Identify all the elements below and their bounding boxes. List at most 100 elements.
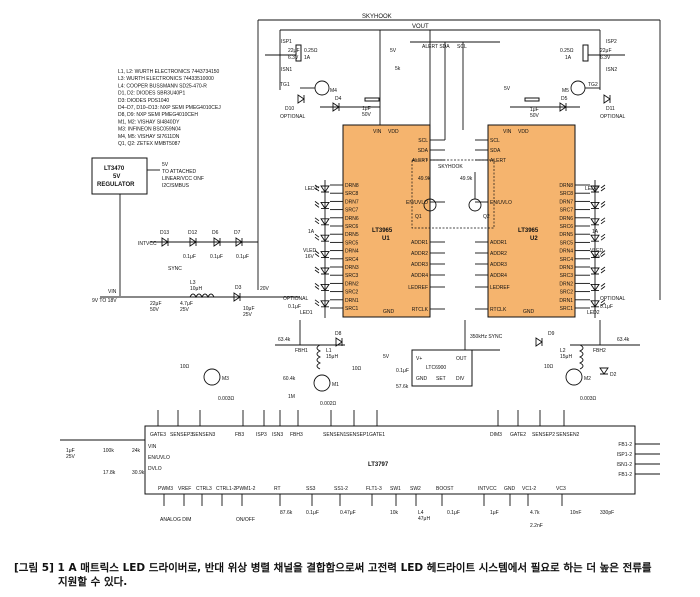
u2-pin-drn5: DRN5 xyxy=(559,232,573,238)
isp1-label: ISP1 xyxy=(281,39,292,45)
d7-label: D7 xyxy=(234,230,241,236)
r87k-label: 87.6k xyxy=(280,510,293,516)
main-pin-intvcc: INTVCC xyxy=(478,486,497,492)
u2-pin-src7: SRC7 xyxy=(560,208,574,214)
u1-pin-src6: SRC6 xyxy=(345,224,359,230)
u1-pin-drn6: DRN6 xyxy=(345,216,359,222)
u2-pin-src6: SRC6 xyxy=(560,224,574,230)
main-pin-sw1: SW1 xyxy=(390,486,401,492)
u2-pin-drn2: DRN2 xyxy=(559,281,573,287)
u1-pin-drn8: DRN8 xyxy=(345,183,359,189)
m1-label: M1 xyxy=(332,382,339,388)
main-pin-isp3: ISP3 xyxy=(256,432,267,438)
led1-top-label: LED1* xyxy=(305,186,320,192)
led1-label: LED1 xyxy=(300,310,313,316)
r003-label: 0.003Ω xyxy=(218,396,235,402)
main-pin-sensen1: SENSEN1 xyxy=(323,432,347,438)
u1-pin-src7: SRC7 xyxy=(345,208,359,214)
u1-chip-ref: U1 xyxy=(382,236,390,242)
c47u-label: 4.7μF xyxy=(180,301,193,307)
l3v-label: 10μH xyxy=(190,286,202,292)
r63k-label: 63.4k xyxy=(278,337,291,343)
u1-pin-drn2: DRN2 xyxy=(345,281,359,287)
caption-line-1: [그림 5] 1 A 매트릭스 LED 드라이버로, 반대 위상 병렬 채널을 … xyxy=(14,562,652,574)
u2-pin-alert: ALERT xyxy=(490,158,506,164)
main-pin-fb1-2: FB1-2 xyxy=(618,442,632,448)
reg-sub: 5V xyxy=(113,174,120,180)
c22uv-label: 50V xyxy=(150,307,160,313)
isn1r2-label: 1A xyxy=(304,55,311,61)
main-pin-pwm1-2: PWM1-2 xyxy=(236,486,256,492)
r30k-label: 30.9k xyxy=(132,470,145,476)
l2-label: L2 xyxy=(560,348,566,354)
led2-label: LED2 xyxy=(587,310,600,316)
isn1r-label: 0.25Ω xyxy=(304,48,318,54)
r003b-label: 0.003Ω xyxy=(580,396,597,402)
q2-label: Q2 xyxy=(483,214,490,220)
optional-l-cap: 0.1μF xyxy=(288,304,301,310)
u1-pin-drn1: DRN1 xyxy=(345,298,359,304)
d8-label: D8 xyxy=(335,331,342,337)
r17k-label: 17.8k xyxy=(103,470,116,476)
c10uv-label: 25V xyxy=(243,312,253,318)
sync-freq-label: 350kHz SYNC xyxy=(470,334,503,340)
u2-vdd-pin: VDD xyxy=(518,129,529,135)
osc-vp-pin: V+ xyxy=(416,356,422,362)
left-input-stage: ISP1 22μF 6.3V 0.25Ω 1A ISN1 M4 TG1 D10 … xyxy=(265,30,401,125)
u1-pin-src1: SRC1 xyxy=(345,306,359,312)
isn2r2-label: 1A xyxy=(565,55,572,61)
cap1u2-label: 1μF xyxy=(530,107,539,113)
main-pin-sensep1: SENSEP1 xyxy=(346,432,369,438)
optional-r-label: OPTIONAL xyxy=(600,296,626,302)
u1-pin-drn7: DRN7 xyxy=(345,199,359,205)
u1-chip: VIN VDD LT3965 U1 GND DRN8SRC8DRN7SRC7DR… xyxy=(330,124,445,318)
caption-line-2: 지원할 수 있다. xyxy=(58,576,128,588)
u2-pin-sda: SDA xyxy=(490,148,501,154)
isp2-label: ISP2 xyxy=(606,39,617,45)
scl-label: SCL xyxy=(457,44,467,50)
led-light-arrow xyxy=(600,201,606,208)
led-light-arrow xyxy=(314,283,320,290)
main-pin-sensep3: SENSEP3 xyxy=(170,432,193,438)
main-pin-en-uvlo: EN/UVLO xyxy=(148,455,170,461)
component-notes: L1, L2: WURTH ELECTRONICS 7443734150L3: … xyxy=(118,69,221,147)
u1-pin-alert: ALERT xyxy=(412,158,428,164)
d13-label: D13 xyxy=(160,230,169,236)
c1u-label: 1μF xyxy=(490,510,499,516)
d3-label: D3 xyxy=(235,285,242,291)
c47uv-label: 25V xyxy=(180,307,190,313)
led-light-arrow xyxy=(314,184,320,192)
led-light-arrow xyxy=(600,283,606,290)
main-pin-pwm3: PWM3 xyxy=(158,486,173,492)
skyhook-label: SKYHOOK xyxy=(362,14,392,20)
reg-name: LT3470 xyxy=(104,166,125,172)
u2-pin-drn8: DRN8 xyxy=(559,183,573,189)
m3-label: M3 xyxy=(222,376,229,382)
main-pin-isn1-2: ISN1-2 xyxy=(616,462,632,468)
main-pin-gate1: GATE1 xyxy=(369,432,385,438)
led-string-right xyxy=(590,180,606,318)
cp-cap1: 0.1μF xyxy=(183,254,196,260)
d10-label: D10 xyxy=(285,106,294,112)
note-line: M1, M2: VISHAY SI4840DY xyxy=(118,119,180,125)
u2-pin-addr1: ADDR1 xyxy=(490,240,507,246)
main-pin-vin: VIN xyxy=(148,444,157,450)
l4v-label: 47μH xyxy=(418,516,430,522)
led-string-left xyxy=(314,180,330,318)
u1-pin-src4: SRC4 xyxy=(345,257,359,263)
main-chip-name: LT3797 xyxy=(368,462,389,468)
led-diode xyxy=(320,201,330,210)
u2-pin-src1: SRC1 xyxy=(560,306,574,312)
cap1u2v-label: 50V xyxy=(530,113,540,119)
vled2-label: VLED xyxy=(590,248,603,254)
skyhook-center-label: SKYHOOK xyxy=(438,164,463,170)
u2-pin-src5: SRC5 xyxy=(560,240,574,246)
optional-d10-label: OPTIONAL xyxy=(280,114,306,120)
led-light-arrow xyxy=(600,184,606,192)
vin-range-label: 9V TO 18V xyxy=(92,298,117,304)
main-pin-sensen2: SENSEN2 xyxy=(556,432,580,438)
v20-label: 20V xyxy=(260,286,270,292)
led-diode xyxy=(320,267,330,275)
led-light-arrow xyxy=(600,250,606,257)
m4-label: M4 xyxy=(330,88,337,94)
